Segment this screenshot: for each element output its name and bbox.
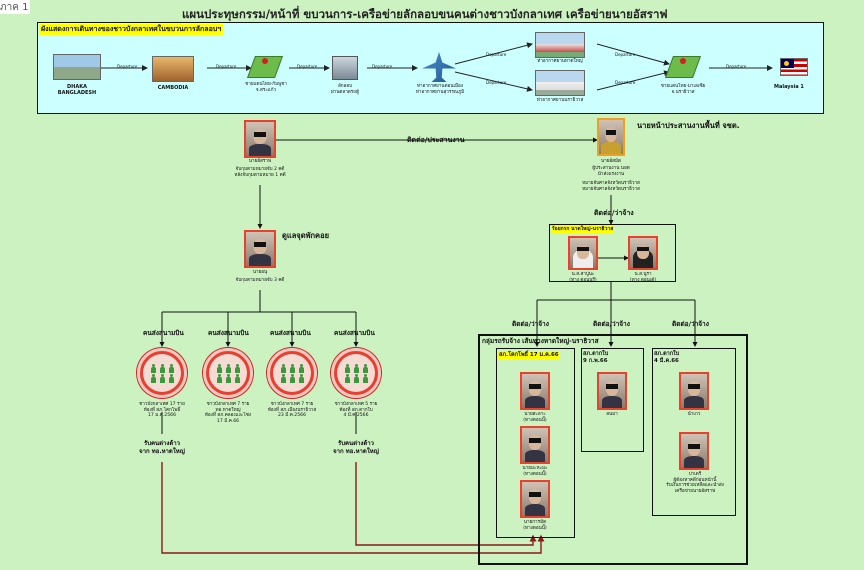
hire-box-heading: ร้อยกรก นาดใหญ่-นราธิวาส <box>551 225 615 233</box>
pickup-label: รับคนต่างด้าว จาก ทอ.หาดใหญ่ <box>139 440 185 455</box>
driver-photo <box>679 432 709 470</box>
sender-label: คนส่งสนามบิน <box>143 329 184 337</box>
sender-group-icon <box>331 348 381 398</box>
route-stop-label: ลักลอบ ผ่านตลาดรถตู้ <box>330 84 359 95</box>
coordinator-title: นายหน้าประสานงานพื้นที่ จชต. <box>637 121 740 130</box>
sender-label: คนส่งสนามบิน <box>270 329 311 337</box>
route-arrow-label: Departure <box>486 52 507 57</box>
driver-group-tag: สภ.โคกโพธิ์ 17 ม.ค.66 <box>498 351 560 359</box>
map-pin-dot <box>680 58 686 64</box>
drivers-panel <box>478 334 748 565</box>
driver-photo <box>679 372 709 410</box>
route-stop-label: CAMBODIA <box>157 85 189 91</box>
driver-group <box>652 348 736 516</box>
route-stop-label: ท่าอากาศยานดอนเมือง ท่าอากาศยานสุวรรณภูม… <box>415 84 465 95</box>
route-stop-label: Malaysia 1 <box>774 84 804 90</box>
caretaker-name: นายอนุ <box>252 270 268 275</box>
hire-member-name: น.ส.สาปูนะ (ทาง ตอนนุรี) <box>569 272 597 283</box>
route-arrow-label: Departure <box>615 80 636 85</box>
coordinator-name: นายอัสมัต <box>601 159 621 164</box>
sender-label: คนส่งสนามบิน <box>208 329 249 337</box>
driver-group-tag: สภ.ตากใบ 9 ก.พ.66 <box>583 351 609 364</box>
caretaker-photo <box>244 230 276 268</box>
airport-photo <box>53 54 101 80</box>
sender-caption: ชาวบังกลาเทศ 17 ราย ท้องที่ สภ.โคกโพธิ์ … <box>139 402 185 419</box>
route-arrow-label: Departure <box>486 80 507 85</box>
leader-note: จับกุมตามหมายจับ 2 คดี หลังจับกุมตามหมาย… <box>234 167 286 178</box>
temple-photo <box>152 56 194 82</box>
driver-name: นำเกว <box>687 412 701 417</box>
driver-group-tag: สภ.ตากใบ 4 มี.ค.66 <box>654 351 680 364</box>
contact-label: ติดต่อ/ว่าจ้าง <box>512 320 549 328</box>
driver-name: ลนมา <box>606 412 618 417</box>
caretaker-note: จับกุมตามหมายจับ 3 คดี <box>235 278 285 283</box>
coordinator-note: ผู้ประสานงาน นอต นำส่งแรงงาน <box>592 166 630 177</box>
route-arrow-label: Departure <box>615 52 636 57</box>
driver-group <box>581 348 644 452</box>
route-arrows <box>99 42 773 92</box>
map-pin-dot <box>262 58 268 64</box>
hire-member-photo <box>628 236 658 270</box>
airport-building-photo <box>535 70 585 96</box>
hire-box <box>549 224 676 282</box>
driver-name: นายการมัด (ทางตอนนี้) <box>523 520 547 531</box>
caretaker-title: ดูแลจุดพักคอย <box>282 231 329 240</box>
sender-group-icon <box>137 348 187 398</box>
driver-photo <box>520 372 550 410</box>
sender-group-icon <box>203 348 253 398</box>
coordinator-photo <box>597 118 625 156</box>
route-stop-label: ชายแดนไทย-มาเลเซีย จ.นราธิวาส <box>660 84 706 95</box>
route-arrow-label: Departure <box>297 64 318 69</box>
sender-label: คนส่งสนามบิน <box>334 329 375 337</box>
driver-name: นายสะลาะ (ทางตอนนี้) <box>523 412 547 423</box>
sender-caption: ชาวบังกลาเทศ 7 ราย ท้องที่ สภ.เมืองนราธิ… <box>267 402 317 419</box>
driver-group <box>496 348 575 538</box>
route-arrow-label: Departure <box>372 64 393 69</box>
contact-label: ติดต่อ/ว่าจ้าง <box>593 320 630 328</box>
driver-photo <box>520 480 550 518</box>
route-stop-label: DHAKA BANGLADESH <box>57 84 97 96</box>
route-stop-label: ท่าอากาศยานนราธิวาส <box>536 98 584 103</box>
driver-name: นายมะหะมะ (ทางตอนนี้) <box>522 466 548 477</box>
route-arrow-label: Departure <box>117 64 138 69</box>
hire-member-photo <box>568 236 598 270</box>
route-arrow-label: Departure <box>726 64 747 69</box>
driver-photo <box>520 426 550 464</box>
pickup-label: รับคนต่างด้าว จาก ทอ.หาดใหญ่ <box>333 440 379 455</box>
route-heading: ผังแสดงการเดินทางของชาวบังกลาเทศในขบวนกา… <box>39 24 224 35</box>
route-stop-label: ชายแดนไทย-กัมพูชา จ.สระแก้ว <box>245 82 287 93</box>
hire-member-name: น.ส.นูรา (ทาง ตอนเด้) <box>629 272 657 283</box>
corner-tab: ภาค 1 <box>0 0 30 14</box>
route-arrow-label: Departure <box>216 64 237 69</box>
driver-photo <box>597 372 627 410</box>
coordinator-warrant: หมายจับศาลจังหวัดนราธิวาส หมายจับศาลจังห… <box>582 181 640 192</box>
hire-label: ติดต่อ/ว่าจ้าง <box>594 209 634 217</box>
leader-name: นายอัสราฟ <box>248 159 272 164</box>
airport-building-photo <box>535 32 585 58</box>
leader-photo <box>244 120 276 158</box>
drivers-heading: กลุ่มรถรับจ้าง เส้นทางหาดใหญ่-นราธิวาส <box>482 337 599 345</box>
malaysia-flag <box>780 58 808 76</box>
sender-caption: ชาวบังกลาเทศ 5 ราย ท้องที่ สภ.ตากใบ 4 มี… <box>334 402 378 419</box>
bus-icon <box>332 56 358 80</box>
diagram-title: แผนประทุษกรรม/หน้าที่ ขบวนการ-เครือข่ายล… <box>182 7 668 21</box>
link-label: ติดต่อ/ประสานงาน <box>407 136 465 144</box>
route-stop-label: ท่าอากาศยานหาดใหญ่ <box>537 59 583 64</box>
contact-label: ติดต่อ/ว่าจ้าง <box>672 320 709 328</box>
sender-group-icon <box>267 348 317 398</box>
driver-name: ปาเดรี ผู้ต้องหาคดีก่อนหน้านี้ รับเงินกา… <box>666 472 724 494</box>
sender-caption: ชาวบังกลาเทศ 7 ราย ทอ.หาดใหญ่ ท้องที่ สภ… <box>204 402 252 424</box>
